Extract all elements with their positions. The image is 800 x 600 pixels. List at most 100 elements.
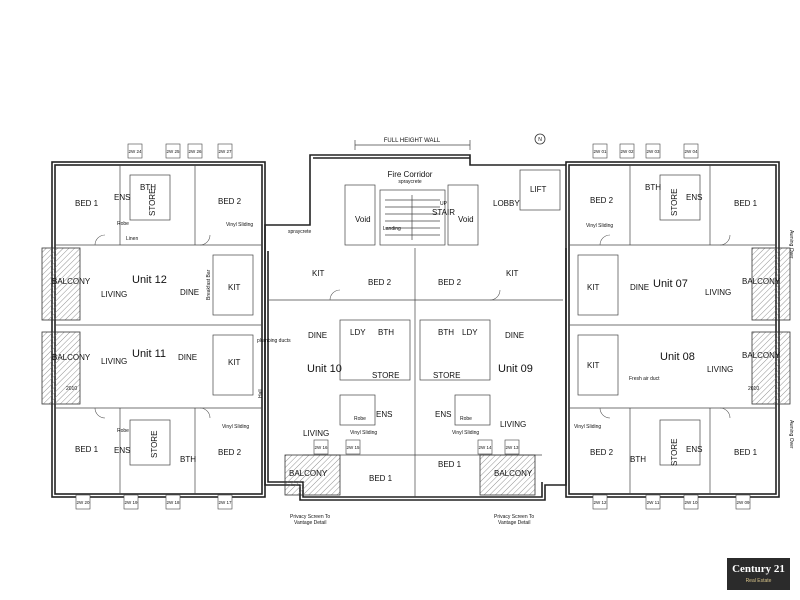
room-store: STORE (670, 189, 679, 216)
right-wing-partitions (569, 165, 791, 494)
note-fresh-air-duct: Fresh air duct (629, 376, 660, 382)
room-living: LIVING (500, 420, 526, 429)
unit-11-label: Unit 11 (132, 348, 166, 360)
svg-text:2W 12: 2W 12 (593, 500, 607, 505)
room-ens: ENS (686, 193, 702, 202)
note-breakfast-bar: Breakfast Bar (206, 269, 212, 300)
void-left-label: Void (355, 215, 371, 224)
room-balcony: BALCONY (742, 277, 781, 286)
room-dine: DINE (308, 331, 327, 340)
room-bed1: BED 1 (75, 199, 99, 208)
room-ens: ENS (686, 445, 702, 454)
room-bth: BTH (645, 183, 661, 192)
window-tags-bottom-left: 2W 20 2W 19 2W 18 2W 17 (75, 494, 233, 510)
room-bed2: BED 2 (590, 448, 614, 457)
room-bed1: BED 1 (369, 474, 393, 483)
room-robe: Robe (117, 221, 129, 227)
room-kit: KIT (587, 361, 600, 370)
room-store: STORE (433, 371, 460, 380)
room-dine: DINE (630, 283, 649, 292)
room-living: LIVING (705, 288, 731, 297)
svg-text:2W 11: 2W 11 (647, 500, 660, 505)
room-store: STORE (372, 371, 399, 380)
north-marker: N (534, 133, 546, 145)
room-robe: Robe (117, 428, 129, 434)
room-store: STORE (150, 431, 159, 458)
svg-text:2W 13: 2W 13 (505, 445, 519, 450)
note-plumbing-ducts: plumbing ducts (257, 338, 291, 344)
room-bth: BTH (378, 328, 394, 337)
room-ens: ENS (376, 410, 392, 419)
svg-text:FULL HEIGHT WALL: FULL HEIGHT WALL (384, 138, 441, 144)
svg-text:2W 25: 2W 25 (166, 149, 180, 154)
century21-logo: Century 21 Real Estate (727, 558, 790, 590)
room-bed2: BED 2 (438, 278, 462, 287)
room-bed2: BED 2 (368, 278, 392, 287)
window-tags-top-right: 2W 01 2W 02 2W 03 2W 04 (592, 143, 699, 159)
room-bed1: BED 1 (734, 448, 758, 457)
door-swings (94, 234, 731, 419)
note-2010: 2010 (748, 386, 759, 392)
room-kit: KIT (506, 269, 519, 278)
lobby-label: LOBBY (493, 199, 520, 208)
stair-treads (385, 195, 440, 240)
void-right-label: Void (458, 215, 474, 224)
svg-text:2W 16: 2W 16 (314, 445, 328, 450)
stair-up-label: UP (440, 201, 448, 207)
svg-text:2W 10: 2W 10 (684, 500, 698, 505)
svg-text:2W 15: 2W 15 (346, 445, 360, 450)
svg-text:2W 01: 2W 01 (593, 149, 607, 154)
note-vinyl-sliding: Vinyl Sliding (222, 424, 249, 430)
room-living: LIVING (303, 429, 329, 438)
room-bed1: BED 1 (75, 445, 99, 454)
room-balcony: BALCONY (742, 351, 781, 360)
room-bed1: BED 1 (734, 199, 758, 208)
note-vinyl-sliding: Vinyl Sliding (226, 222, 253, 228)
window-tags-centre: 2W 16 2W 15 2W 14 2W 13 (313, 439, 520, 455)
svg-text:2W 18: 2W 18 (166, 500, 180, 505)
note-2010: 2010 (66, 386, 77, 392)
room-kit: KIT (228, 358, 241, 367)
svg-text:2W 17: 2W 17 (218, 500, 232, 505)
room-kit: KIT (587, 283, 600, 292)
room-bed2: BED 2 (590, 196, 614, 205)
svg-text:2W 20: 2W 20 (76, 500, 90, 505)
spraycrete-label: spraycrete (288, 229, 312, 235)
room-living: LIVING (101, 357, 127, 366)
fire-corridor-label: Fire Corridor (388, 170, 433, 179)
stair-label: STAIR (432, 208, 455, 217)
svg-text:2W 27: 2W 27 (218, 149, 232, 154)
note-privacy-detail: Vantage Detail (498, 520, 530, 526)
room-store: STORE (670, 439, 679, 466)
svg-text:2W 04: 2W 04 (684, 149, 698, 154)
room-living: LIVING (707, 365, 733, 374)
room-kit: KIT (228, 283, 241, 292)
svg-text:2W 02: 2W 02 (620, 149, 634, 154)
note-privacy-detail: Vantage Detail (294, 520, 326, 526)
room-bed2: BED 2 (218, 197, 242, 206)
room-ens: ENS (114, 193, 130, 202)
room-ldy: LDY (350, 328, 366, 337)
room-dine: DINE (505, 331, 524, 340)
room-bed1: BED 1 (438, 460, 462, 469)
room-bth: BTH (630, 455, 646, 464)
note-vinyl-sliding: Vinyl Sliding (452, 430, 479, 436)
note-awning-over: Awning Over (788, 230, 794, 259)
note-vinyl-sliding: Vinyl Sliding (586, 223, 613, 229)
full-height-wall-label: FULL HEIGHT WALL (354, 138, 471, 150)
unit-10-label: Unit 10 (307, 363, 342, 375)
note-vinyl-sliding: Vinyl Sliding (574, 424, 601, 430)
unit-12-label: Unit 12 (132, 274, 167, 286)
landing-label: Landing (383, 226, 401, 232)
svg-text:2W 24: 2W 24 (128, 149, 142, 154)
window-tags-top-left: 2W 24 2W 25 2W 26 2W 27 (127, 143, 233, 159)
room-balcony: BALCONY (52, 277, 91, 286)
svg-text:2W 19: 2W 19 (124, 500, 138, 505)
room-bth: BTH (180, 455, 196, 464)
room-kit: KIT (312, 269, 325, 278)
room-store: STORE (148, 189, 157, 216)
room-dine: DINE (180, 288, 199, 297)
note-privacy-screen: Privacy Screen To (494, 514, 534, 520)
note-hall: Hall (258, 389, 264, 398)
room-ens: ENS (435, 410, 451, 419)
